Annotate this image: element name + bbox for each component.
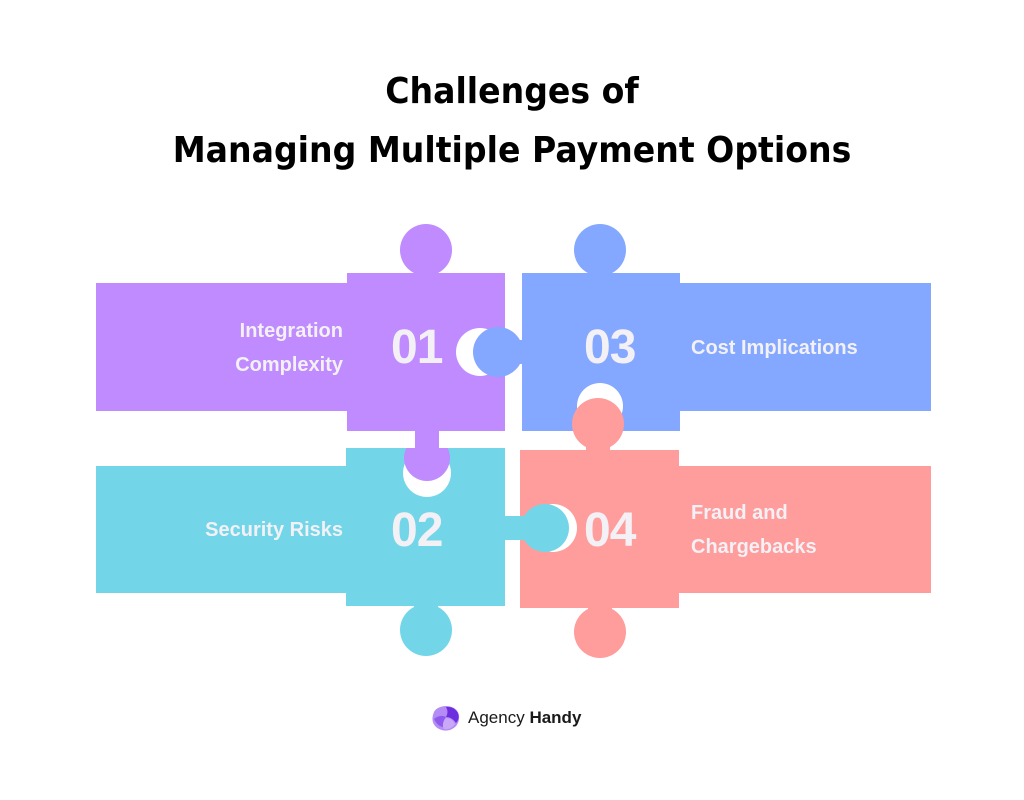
piece-02-number: 02 [391, 504, 443, 557]
agency-handy-logo-icon [432, 706, 460, 731]
piece-03-label-text: Cost Implications [691, 337, 858, 359]
page-title-line-2: Managing Multiple Payment Options [172, 130, 852, 171]
brand-logo: Agency Handy [432, 705, 581, 731]
piece-04-label: Fraud and Chargebacks [691, 496, 911, 564]
piece-01-number: 01 [391, 321, 443, 374]
piece-03-number: 03 [584, 321, 636, 374]
puzzle-piece-04 [505, 398, 931, 658]
brand-name-bold: Handy [529, 708, 582, 727]
piece-01-label-line-1: Integration [239, 320, 343, 342]
piece-04-label-line-1: Fraud and [691, 502, 788, 524]
brand-name-regular: Agency [468, 708, 525, 727]
puzzle-piece-03 [473, 224, 931, 431]
piece-01-label-line-2: Complexity [235, 354, 343, 376]
piece-04-number: 04 [584, 504, 636, 557]
piece-01-label: Integration Complexity [150, 314, 343, 382]
puzzle-piece-01 [96, 224, 505, 481]
piece-02-label-text: Security Risks [205, 519, 343, 541]
piece-04-label-line-2: Chargebacks [691, 536, 817, 558]
brand-name: Agency Handy [468, 708, 581, 728]
page-title-line-1: Challenges of [385, 71, 639, 112]
